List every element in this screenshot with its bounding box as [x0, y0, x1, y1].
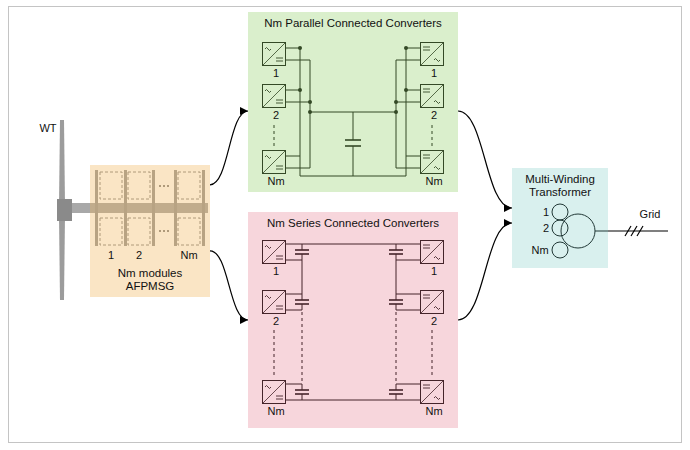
converter-number: 1 — [431, 265, 437, 277]
connector-arrow — [210, 111, 248, 185]
box-heading: Multi-Winding Transformer — [518, 173, 602, 199]
grid-line — [625, 226, 631, 236]
converter-number: 2 — [273, 315, 279, 327]
module-number: Nm — [180, 249, 197, 261]
module-number: 2 — [136, 249, 142, 261]
box-heading: Nm modules AFPMSG — [112, 267, 188, 293]
connector-arrow — [210, 251, 248, 320]
box-heading: Nm Series Connected Converters — [267, 217, 439, 230]
converter-panel: Nm Parallel Connected Converters — [248, 12, 458, 192]
generator-module-box: Nm modules AFPMSG — [90, 165, 210, 297]
figure-frame — [9, 7, 682, 443]
transformer-box: Multi-Winding Transformer — [512, 168, 608, 268]
converter-number: Nm — [267, 175, 284, 187]
box-heading: Nm Parallel Connected Converters — [264, 17, 442, 30]
converter-number: Nm — [267, 405, 284, 417]
converter-number: 1 — [273, 265, 279, 277]
converter-number: Nm — [425, 175, 442, 187]
converter-number: 2 — [431, 109, 437, 121]
converter-number: 1 — [273, 67, 279, 79]
winding-number: 1 — [543, 206, 549, 218]
converter-number: 2 — [273, 109, 279, 121]
converter-panel: Nm Series Connected Converters — [248, 212, 458, 428]
connector-arrow — [458, 111, 512, 208]
component-label: WT — [39, 122, 56, 134]
module-number: 1 — [108, 249, 114, 261]
grid-line — [637, 226, 643, 236]
component-label: Grid — [640, 208, 661, 220]
connector-arrow — [458, 223, 512, 320]
converter-number: Nm — [425, 405, 442, 417]
converter-number: 2 — [431, 315, 437, 327]
winding-number: Nm — [531, 244, 548, 256]
grid-line — [631, 226, 637, 236]
winding-number: 2 — [543, 222, 549, 234]
converter-number: 1 — [431, 67, 437, 79]
wind-turbine — [57, 199, 72, 221]
